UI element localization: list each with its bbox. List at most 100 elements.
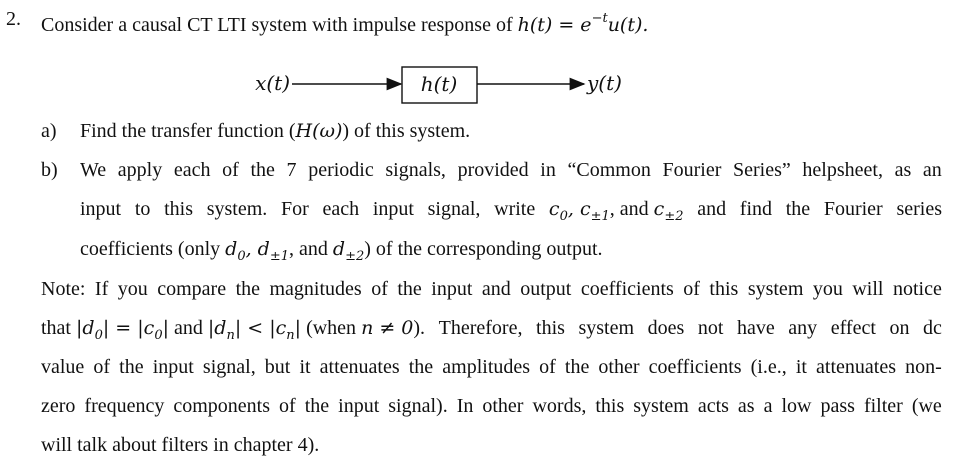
word: the [785, 198, 811, 220]
word: zero [41, 395, 76, 417]
word: each [173, 159, 211, 181]
word: system [633, 395, 689, 417]
word: you [812, 278, 843, 300]
c2: c [653, 198, 665, 220]
part-a-label: a) [41, 120, 57, 142]
c2-sub: ±2 [664, 209, 684, 224]
note-line-2: that |d0| = |c0| and |dn| < |cn| (when n… [41, 316, 942, 348]
part-a-text: Find the transfer function (H(ω)) of thi… [80, 119, 470, 143]
word: other [482, 395, 524, 417]
word: and [697, 198, 727, 220]
word: input [338, 395, 380, 417]
word: input [152, 356, 194, 378]
line3-after: ) of the corresponding output. [364, 238, 603, 260]
eq1-end: | [162, 317, 169, 339]
word: filter [863, 395, 903, 417]
word: effect [830, 317, 876, 339]
diagram-output-label: y(t) [586, 71, 622, 95]
word: input [372, 198, 414, 220]
word: dc [923, 317, 942, 339]
word: to [134, 198, 151, 220]
word: it [795, 356, 807, 378]
word: this [536, 317, 565, 339]
line3-before: coefficients (only [80, 238, 226, 260]
word: signal). [388, 395, 448, 417]
word: magnitudes [269, 278, 362, 300]
d2-sub: ±2 [345, 249, 365, 264]
word: the [119, 356, 144, 378]
d1: , d [245, 238, 270, 260]
word: In [456, 395, 474, 417]
word: does [647, 317, 685, 339]
word: periodic [308, 159, 374, 181]
condition-math: n ≠ 0 [361, 317, 414, 339]
word: but [264, 356, 291, 378]
word: Series” [733, 159, 791, 181]
word: this [595, 395, 625, 417]
word: of [222, 159, 239, 181]
eq2-left: |d [207, 317, 227, 339]
word: the [304, 395, 330, 417]
c0-sub: 0 [559, 209, 568, 224]
word: compare [157, 278, 227, 300]
word: not [697, 317, 724, 339]
eq1-sub: 0 [94, 328, 103, 343]
eq2-mid: | < |c [234, 317, 287, 339]
part-a-text-before: Find the transfer function ( [80, 120, 296, 142]
word: this [709, 278, 739, 300]
that-word: that [41, 317, 76, 339]
word: of [371, 278, 388, 300]
word: output [520, 278, 572, 300]
diagram-input-label: x(t) [255, 71, 290, 95]
word: write [494, 198, 536, 220]
eq1-mid: | = |c [102, 317, 155, 339]
c0: c [548, 198, 560, 220]
word: system. [206, 198, 268, 220]
word: frequency [84, 395, 165, 417]
part-b-line-1: We apply each of the 7 periodic signals,… [80, 158, 942, 182]
word: 7 [286, 159, 297, 181]
word: any [788, 317, 818, 339]
question-number: 2. [6, 8, 21, 30]
word: components [173, 395, 271, 417]
word: pass [820, 395, 855, 417]
word: it [299, 356, 311, 378]
word: signal, [202, 356, 256, 378]
diagram-block-label: h(t) [421, 72, 458, 96]
word: each [322, 198, 360, 220]
word: you [117, 278, 148, 300]
word: input [431, 278, 473, 300]
word: (i.e., [750, 356, 787, 378]
word: system [747, 278, 804, 300]
eq1-left: |d [76, 317, 95, 339]
transfer-function-math: H(ω) [295, 120, 343, 142]
word: on [889, 317, 910, 339]
word: value [41, 356, 85, 378]
part-b-line-3: coefficients (only d0, d±1, and d±2) of … [80, 237, 603, 269]
word: of [93, 356, 111, 378]
word: provided [457, 159, 529, 181]
impulse-response-exponent: −t [591, 11, 608, 26]
note-line-3: value of the input signal, but it attenu… [41, 355, 942, 379]
word: the [235, 278, 260, 300]
word: coefficients [580, 278, 674, 300]
word: other [598, 356, 640, 378]
word: find [739, 198, 772, 220]
word: the [397, 278, 422, 300]
word: in [540, 159, 556, 181]
c1: , c [567, 198, 591, 220]
word: Note: [41, 278, 86, 300]
word: Fourier [662, 159, 722, 181]
word: helpsheet, [802, 159, 883, 181]
word: system [578, 317, 635, 339]
block-diagram: x(t) h(t) y(t) [255, 66, 622, 104]
word: We [80, 159, 107, 181]
input-coefficients-math: c0, c±1, and c±2 [549, 197, 684, 229]
word: attenuates [816, 356, 896, 378]
system-block [401, 66, 478, 104]
word: the [564, 356, 590, 378]
word: For [280, 198, 309, 220]
eq2-sub2: n [286, 328, 295, 343]
word: the [408, 356, 434, 378]
and-word: , and [289, 238, 333, 260]
